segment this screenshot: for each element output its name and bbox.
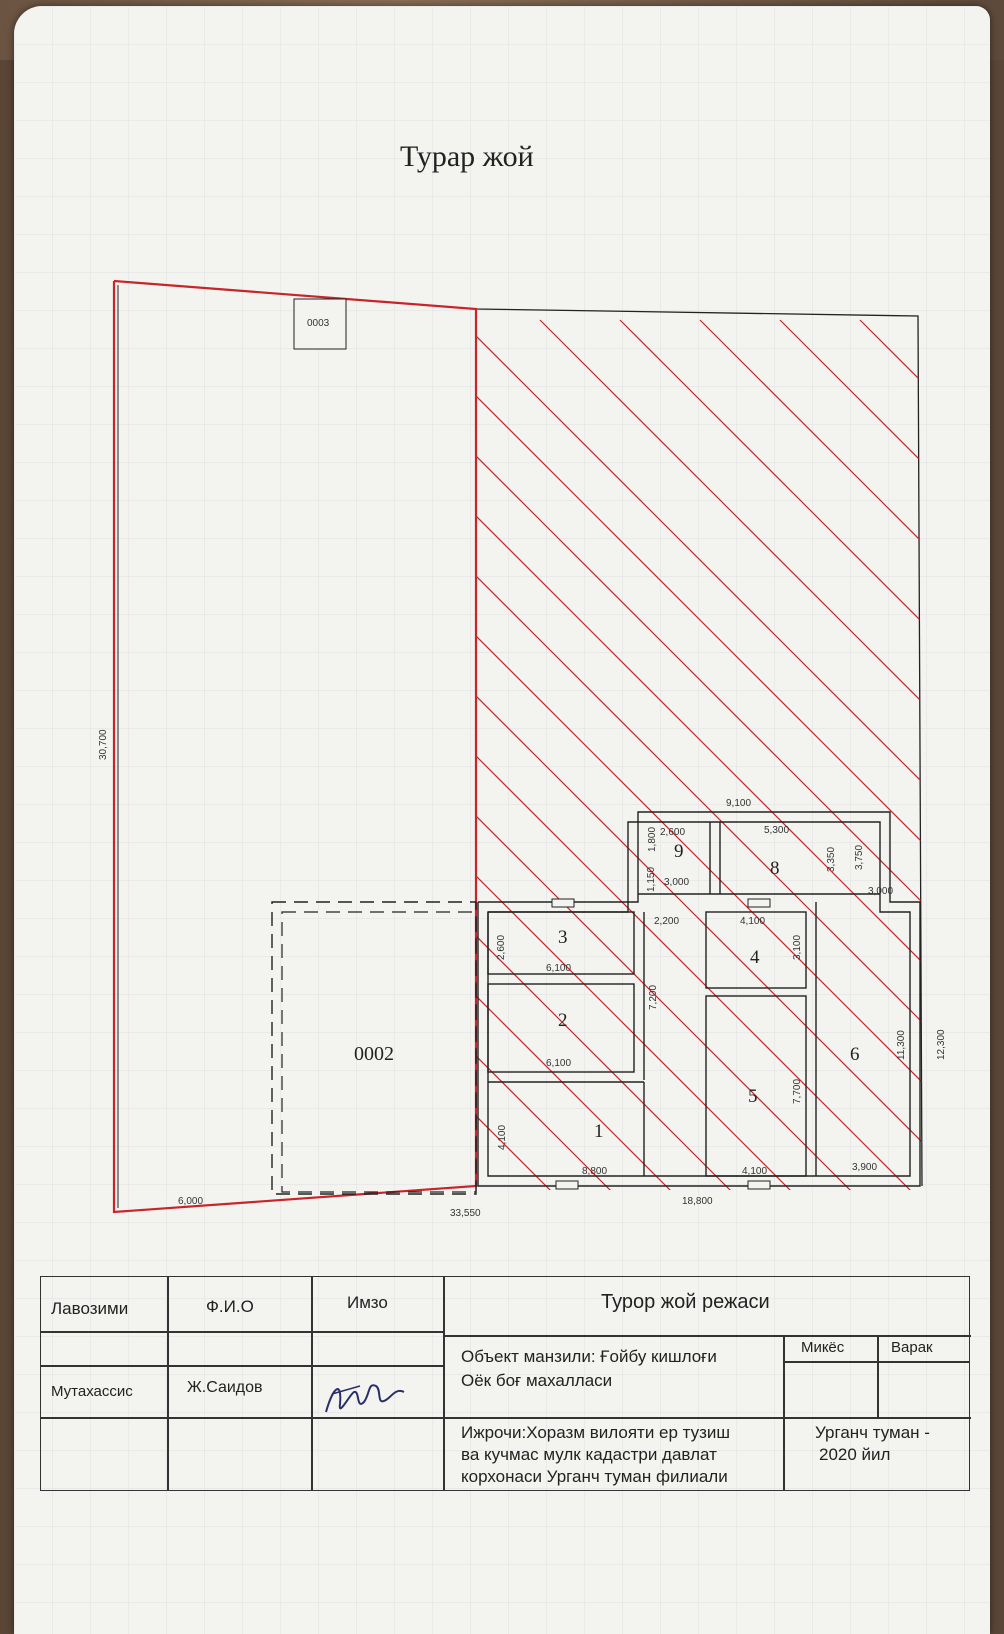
dim-bottom-left: 6,000 [178,1196,203,1207]
dim-top-house: 9,100 [726,798,751,809]
title-block: Турор жой режаси Лавозими Ф.И.О Имзо Мик… [40,1276,971,1491]
dim-room4-h: 3,100 [792,935,803,960]
dim-room9-w: 2,600 [660,827,685,838]
col-scale-header: Микёс [801,1339,845,1356]
room-1-label: 1 [594,1121,604,1142]
lot-0002-label: 0002 [354,1043,394,1065]
district-line2: 2020 йил [819,1445,891,1464]
lot-0003-box [293,298,347,350]
room-8-label: 8 [770,858,780,879]
dim-room3-w: 6,100 [546,963,571,974]
dim-rooms23-h: 7,200 [648,985,659,1010]
page-title: Турар жой [400,140,534,173]
dim-bottom-house: 18,800 [682,1196,713,1207]
dim-room6-h: 11,300 [896,1030,907,1060]
dim-right-step: 3,750 [854,845,865,870]
dim-room8-h: 3,350 [826,847,837,872]
dim-left-height: 30,700 [98,729,109,760]
dim-right-top: 3,000 [868,886,893,897]
object-address-line1: Объект манзили: Ғойбу кишлоғи [461,1347,717,1366]
hatch-area [476,319,922,1190]
dim-room4-w: 4,100 [740,916,765,927]
room-5-label: 5 [748,1086,758,1107]
room-4-label: 4 [750,947,760,968]
dim-right-total: 12,300 [936,1029,947,1060]
house-walls [477,811,921,1187]
lot-0003-label: 0003 [307,318,330,329]
dim-room3-h: 2,600 [496,935,507,960]
dim-room1-w: 8,800 [582,1166,607,1177]
windows [551,898,771,1190]
col-signature-header: Имзо [347,1293,388,1312]
dim-corridor-h: 1,150 [646,867,657,892]
building-0002-dashed-outer [271,901,477,1195]
dim-room8-w: 5,300 [764,825,789,836]
room-2-label: 2 [558,1010,568,1031]
district-line1: Урганч туман - [815,1423,930,1442]
dim-room5-h: 7,700 [792,1079,803,1104]
col-position-header: Лавозими [51,1299,129,1318]
executor-line2: ва кучмас мулк кадастри давлат [461,1445,717,1464]
executor-line3: корхонаси Урганч туман филиали [461,1467,728,1486]
col-name-header: Ф.И.О [206,1297,254,1316]
dim-corridor-w: 2,200 [654,916,679,927]
dim-room1-h: 4,100 [497,1125,508,1150]
executor-line1: Ижрочи:Хоразм вилояти ер тузиш [461,1423,731,1442]
outer-boundary-black [113,280,923,1187]
object-address-line2: Оёк боғ махалласи [461,1371,613,1390]
signature-image [325,1384,405,1413]
room-3-label: 3 [558,927,568,948]
dim-room9-h: 1,800 [647,827,658,852]
parcel-0003-outline [112,279,478,1214]
dim-room5-w: 4,100 [742,1166,767,1177]
room-9-label: 9 [674,841,684,862]
paper-sheet [14,6,990,1634]
name-value: Ж.Саидов [187,1379,263,1396]
col-sheet-header: Варак [891,1339,933,1356]
dim-room6-w: 3,900 [852,1162,877,1173]
room-6-label: 6 [850,1044,860,1065]
dim-room2-w: 6,100 [546,1058,571,1069]
dim-room9-bottom: 3,000 [664,877,689,888]
dim-bottom-total: 33,550 [450,1208,481,1219]
title-block-heading: Турор жой режаси [601,1291,770,1313]
building-0002-dashed-inner [281,911,477,1193]
position-value: Мутахассис [51,1383,133,1400]
